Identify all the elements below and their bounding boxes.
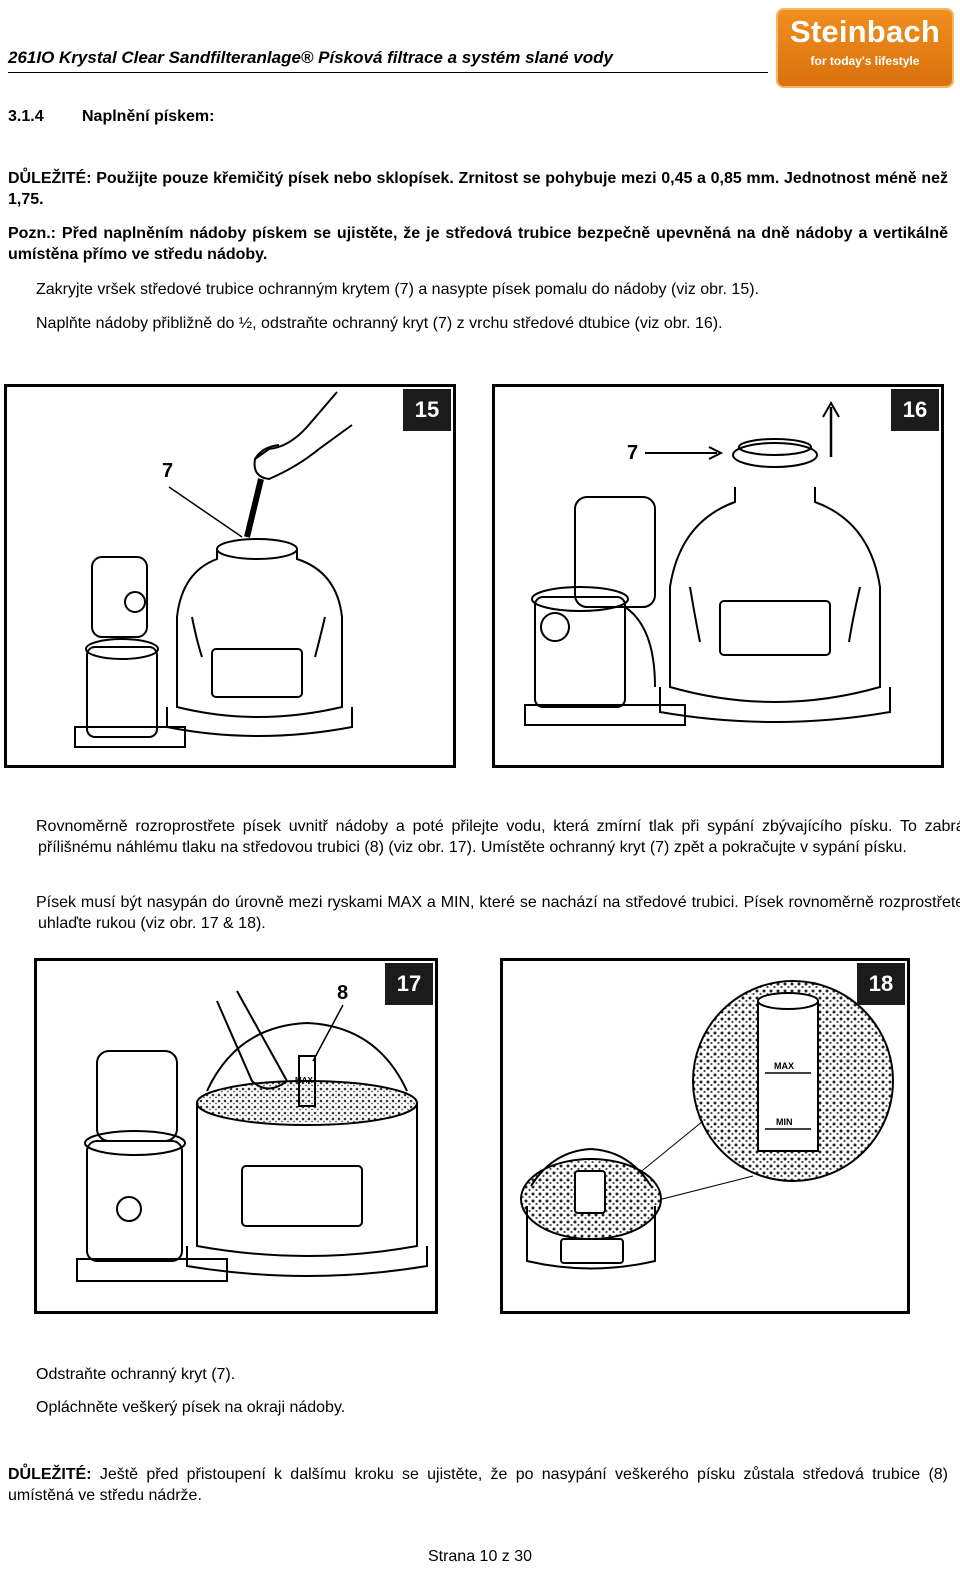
step-text: Rovnoměrně rozroprostřete písek uvnitř n… xyxy=(36,818,960,856)
step-2: 2.Naplňte nádoby přibližně do ½, odstraň… xyxy=(8,313,960,334)
section-heading: 3.1.4 Naplnění pískem: xyxy=(8,108,214,126)
step-3: 3.Rovnoměrně rozroprostřete písek uvnitř… xyxy=(8,816,960,858)
step-number: 2. xyxy=(8,313,36,334)
important-text: Použijte pouze křemičitý písek nebo sklo… xyxy=(8,170,948,208)
header-divider xyxy=(8,72,768,73)
important-label: DŮLEŽITÉ: xyxy=(8,170,92,187)
step-5: 5.Odstraňte ochranný kryt (7). xyxy=(8,1364,960,1385)
step-text: Písek musí být nasypán do úrovně mezi ry… xyxy=(36,894,960,932)
step-number: 5. xyxy=(8,1364,36,1385)
section-title: Naplnění pískem: xyxy=(82,108,215,125)
max-mark-label: MAX xyxy=(295,1076,313,1085)
logo-wordmark: Steinbach xyxy=(790,14,940,49)
figure-16: 16 7 xyxy=(492,384,944,768)
section-number: 3.1.4 xyxy=(8,108,44,125)
step-number: 6. xyxy=(8,1397,36,1418)
page-number: Strana 10 z 30 xyxy=(427,1548,533,1565)
step-text: Naplňte nádoby přibližně do ½, odstraňte… xyxy=(36,315,723,332)
important-text: Ještě před přistoupení k dalšímu kroku s… xyxy=(8,1466,948,1504)
important-label: DŮLEŽITÉ: xyxy=(8,1466,92,1483)
figure-18: 18 MAX MIN xyxy=(500,958,910,1314)
filter-illustration: MAX MIN xyxy=(520,980,894,1270)
figure-15: 15 7 xyxy=(4,384,456,768)
min-mark-label: MIN xyxy=(776,1117,793,1127)
max-mark-label: MAX xyxy=(774,1061,794,1071)
step-text: Odstraňte ochranný kryt (7). xyxy=(36,1366,236,1383)
callout-label: 7 xyxy=(627,442,638,464)
step-number: 1. xyxy=(8,279,36,300)
figure-number-badge: 18 xyxy=(857,963,905,1005)
callout-label: 7 xyxy=(162,460,173,482)
figure-number-badge: 17 xyxy=(385,963,433,1005)
step-6: 6.Opláchněte veškerý písek na okraji nád… xyxy=(8,1397,960,1418)
step-1: 1.Zakryjte vršek středové trubice ochran… xyxy=(8,279,960,300)
step-text: Opláchněte veškerý písek na okraji nádob… xyxy=(36,1399,346,1416)
note-label: Pozn. xyxy=(8,225,51,242)
step-text: Zakryjte vršek středové trubice ochranný… xyxy=(36,281,759,298)
step-number: 3. xyxy=(8,816,36,837)
filter-illustration: 7 xyxy=(74,391,353,748)
document-header-title: 261IO Krystal Clear Sandfilteranlage® Pí… xyxy=(8,48,613,67)
filter-illustration: 8 MAX xyxy=(76,982,428,1282)
note-text: : Před naplněním nádoby pískem se ujistě… xyxy=(8,225,948,263)
callout-label: 8 xyxy=(337,982,348,1004)
important-notice-1: DŮLEŽITÉ: Použijte pouze křemičitý písek… xyxy=(8,168,948,210)
important-notice-2: DŮLEŽITÉ: Ještě před přistoupení k další… xyxy=(8,1464,948,1506)
note-paragraph: Pozn.: Před naplněním nádoby pískem se u… xyxy=(8,223,948,265)
filter-illustration: 7 xyxy=(524,400,891,726)
logo-tagline: for today's lifestyle xyxy=(810,54,920,68)
steinbach-logo: Steinbach for today's lifestyle xyxy=(776,8,954,88)
step-number: 4. xyxy=(8,892,36,913)
figure-number-badge: 15 xyxy=(403,389,451,431)
step-4: 4.Písek musí být nasypán do úrovně mezi … xyxy=(8,892,960,934)
figure-number-badge: 16 xyxy=(891,389,939,431)
figure-17: 17 8 xyxy=(34,958,438,1314)
